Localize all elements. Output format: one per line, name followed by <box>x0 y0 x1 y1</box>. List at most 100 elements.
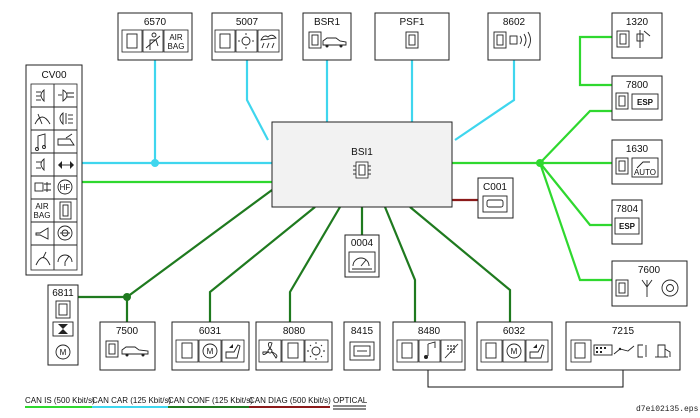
svg-text:ESP: ESP <box>637 98 654 107</box>
svg-text:BAG: BAG <box>34 211 51 220</box>
module-cv00[interactable]: CV00 HF AIR BAG <box>25 64 83 276</box>
bsi1-label: BSI1 <box>351 147 373 158</box>
svg-text:HF: HF <box>60 183 71 192</box>
bus-junction-is <box>536 159 544 167</box>
instrument-panel-icon <box>348 251 376 273</box>
bus-line-7804 <box>539 162 612 227</box>
bus-line-1320 <box>578 35 612 87</box>
module-8480[interactable]: 8480 <box>392 321 466 371</box>
fan-icon <box>258 339 282 363</box>
ecu-icon <box>281 339 305 363</box>
module-1320[interactable]: 1320 <box>611 12 663 59</box>
module-7800[interactable]: 7800 ESP <box>611 75 663 121</box>
module-7800-label: 7800 <box>626 80 649 91</box>
module-cv00-label: CV00 <box>41 70 66 81</box>
ecu-icon <box>480 339 503 363</box>
module-6570[interactable]: 6570 AIR BAG <box>117 12 193 61</box>
cd-changer-icon <box>349 341 375 361</box>
ecu-icon <box>615 92 629 110</box>
sun-icon <box>304 339 329 363</box>
legend-item-optical: OPTICAL <box>333 396 368 410</box>
seat-memory-icon <box>525 339 549 363</box>
module-8080[interactable]: 8080 <box>255 321 333 371</box>
esp-icon: ESP <box>614 217 640 235</box>
navigation-icon <box>613 345 635 355</box>
washer-icon <box>57 133 75 146</box>
module-1630[interactable]: 1630 AUTO <box>611 139 663 185</box>
module-6031[interactable]: 6031 M <box>171 321 250 371</box>
speedometer-icon <box>57 254 73 266</box>
svg-text:M: M <box>207 347 214 356</box>
bus-line-7600 <box>538 162 612 282</box>
module-7500[interactable]: 7500 <box>99 321 156 371</box>
display-icon <box>593 344 613 356</box>
module-6811-label: 6811 <box>52 288 74 299</box>
svg-text:CAN IS (500 Kbit/s): CAN IS (500 Kbit/s) <box>25 396 95 405</box>
ecu-icon <box>396 339 419 363</box>
car-icon <box>322 37 347 48</box>
bus-line-5007 <box>245 60 269 141</box>
can-is-lines <box>82 35 612 282</box>
ecu-icon <box>616 30 630 48</box>
bus-line-optical <box>427 370 624 388</box>
ecu-icon <box>615 279 629 297</box>
airbag-icon: AIR BAG <box>34 202 51 220</box>
svg-text:CAN DIAG (500 Kbit/s): CAN DIAG (500 Kbit/s) <box>249 396 331 405</box>
rear-foglamp-icon <box>59 112 73 126</box>
module-5007[interactable]: 5007 <box>211 12 283 61</box>
module-psf1[interactable]: PSF1 <box>374 12 450 61</box>
module-8415[interactable]: 8415 <box>343 321 381 371</box>
bus-line-6032 <box>409 206 512 322</box>
bsi1-module[interactable]: BSI1 <box>271 121 453 208</box>
module-7600-label: 7600 <box>638 265 661 276</box>
module-8480-label: 8480 <box>418 326 441 337</box>
bus-line-6811-7500 <box>125 189 273 322</box>
module-7600[interactable]: 7600 <box>611 260 688 307</box>
esp-icon: ESP <box>631 93 659 110</box>
module-0004[interactable]: 0004 <box>344 234 380 278</box>
legend-item-can-diag: CAN DIAG (500 Kbit/s) <box>249 396 331 408</box>
ecu-icon <box>105 340 119 358</box>
high-frequency-icon: HF <box>57 179 73 195</box>
svg-text:M: M <box>60 348 67 357</box>
module-8602[interactable]: 8602 <box>487 12 541 61</box>
ecu-icon <box>615 157 629 175</box>
module-7500-label: 7500 <box>116 326 139 337</box>
injector-icon <box>636 30 651 48</box>
svg-text:M: M <box>511 347 518 356</box>
foglamp-icon <box>58 89 74 102</box>
module-1630-label: 1630 <box>626 144 649 155</box>
legend-item-can-is: CAN IS (500 Kbit/s) <box>25 396 95 408</box>
module-8602-label: 8602 <box>503 17 526 28</box>
motor-icon: M <box>55 344 71 360</box>
ecu-chip-icon <box>353 161 371 179</box>
antenna-icon <box>641 279 653 297</box>
module-7804[interactable]: 7804 ESP <box>611 199 643 245</box>
svg-text:CAN CAR (125 Kbit/s): CAN CAR (125 Kbit/s) <box>92 396 171 405</box>
fuel-gauge-icon <box>35 133 46 151</box>
module-bsr1[interactable]: BSR1 <box>302 12 352 61</box>
can-conf-lines <box>78 189 512 322</box>
module-c001[interactable]: C001 <box>477 177 514 219</box>
module-6570-label: 6570 <box>144 17 167 28</box>
legend-item-can-car: CAN CAR (125 Kbit/s) <box>92 396 171 408</box>
alarm-wave-icon <box>509 31 531 49</box>
horn-icon <box>35 227 49 240</box>
ecu-icon <box>493 31 507 49</box>
module-7215[interactable]: 7215 <box>565 321 681 371</box>
module-bsr1-label: BSR1 <box>314 17 341 28</box>
ecu-icon <box>175 339 199 363</box>
legend-item-can-conf: CAN CONF (125 Kbit/s) <box>168 396 253 408</box>
ecu-icon <box>59 201 72 220</box>
svg-text:AIR: AIR <box>35 202 49 211</box>
music-note-icon <box>418 339 441 363</box>
seat-memory-icon <box>221 339 245 363</box>
legend: CAN IS (500 Kbit/s) CAN CAR (125 Kbit/s)… <box>25 396 368 410</box>
svg-text:ESP: ESP <box>619 222 636 231</box>
trip-icon <box>637 344 647 358</box>
module-7804-label: 7804 <box>616 204 639 215</box>
module-6811[interactable]: 6811 M <box>47 284 79 366</box>
module-6032[interactable]: 6032 M <box>476 321 553 371</box>
module-8415-label: 8415 <box>351 326 374 337</box>
